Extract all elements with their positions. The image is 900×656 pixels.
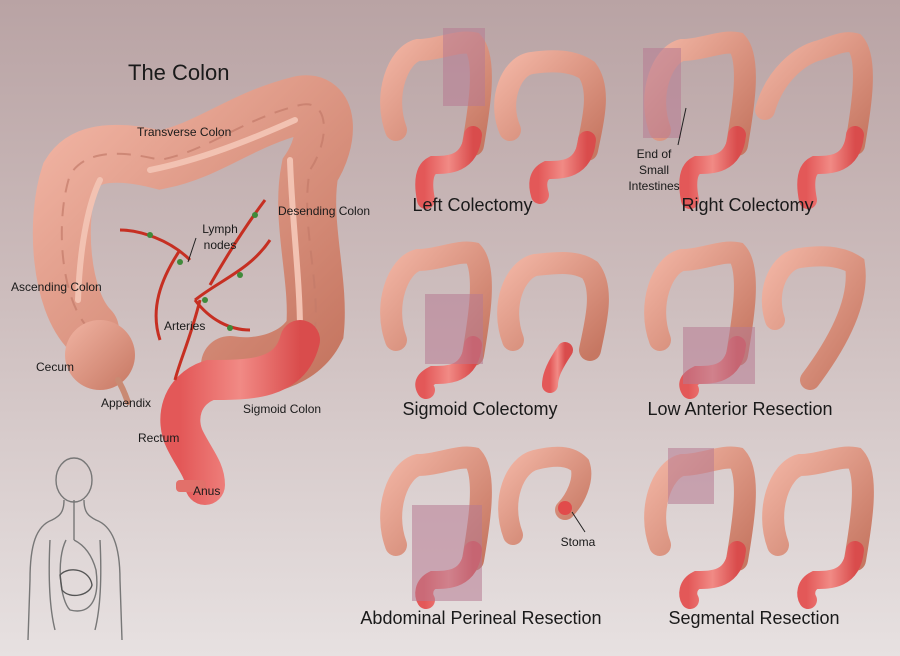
appendix-shape [115, 377, 131, 405]
lymph-pointer [187, 237, 197, 263]
caption-abdominal-perineal-resection: Abdominal Perineal Resection [360, 608, 602, 628]
lymph-node [177, 259, 183, 265]
arteries-network [119, 199, 272, 381]
procedure-illustrations [380, 28, 874, 609]
colon-segments [60, 103, 325, 331]
small-intestine-pointer [677, 107, 687, 146]
caption-low-anterior-resection: Low Anterior Resection [647, 399, 833, 419]
cecum-shape [65, 320, 135, 390]
caption-left-colectomy: Left Colectomy [412, 195, 533, 215]
mini-colon-apr-after [498, 446, 592, 545]
mini-colon-low-anterior-after [761, 246, 866, 390]
caption-segmental-resection: Segmental Resection [668, 608, 840, 628]
highlight-low-anterior [683, 327, 755, 384]
mini-colon-sigmoid-after [497, 252, 609, 393]
label-cecum: Cecum [36, 360, 75, 374]
mini-colon-left-colectomy-after [494, 50, 606, 204]
lymph-node [252, 212, 258, 218]
annotation-end-small-intestines: End of Small Intestines [628, 147, 680, 193]
label-arteries: Arteries [164, 319, 206, 333]
highlight-apr [412, 505, 482, 601]
label-lymph-nodes: Lymph nodes [202, 222, 238, 252]
lymph-node [202, 297, 208, 303]
rectum-shape [160, 320, 320, 505]
highlight-sigmoid [425, 294, 483, 364]
lymph-node [147, 232, 153, 238]
stoma-pointer [571, 511, 586, 533]
label-transverse-colon: Transverse Colon [137, 125, 232, 139]
caption-right-colectomy: Right Colectomy [681, 195, 814, 215]
stoma-shape [558, 501, 572, 515]
human-outline [27, 457, 123, 641]
lymph-node [227, 325, 233, 331]
label-anus: Anus [193, 484, 221, 498]
label-rectum: Rectum [138, 431, 180, 445]
label-descending-colon: Desending Colon [278, 204, 371, 218]
mini-colon-segmental-after [762, 446, 874, 609]
taenia-bands [75, 117, 303, 333]
highlight-right-colectomy [643, 48, 681, 138]
caption-sigmoid-colectomy: Sigmoid Colectomy [402, 399, 558, 419]
large-colon-illustration [32, 75, 353, 505]
highlight-left-colectomy [443, 28, 485, 106]
page-title: The Colon [128, 60, 230, 85]
annotation-stoma: Stoma [560, 535, 596, 549]
lymph-node [237, 272, 243, 278]
highlight-segmental [668, 448, 714, 504]
mini-colon-right-colectomy-after [755, 32, 873, 209]
label-sigmoid-colon: Sigmoid Colon [243, 402, 322, 416]
label-appendix: Appendix [101, 396, 152, 410]
anus-shape [176, 480, 206, 492]
label-ascending-colon: Ascending Colon [11, 280, 102, 294]
